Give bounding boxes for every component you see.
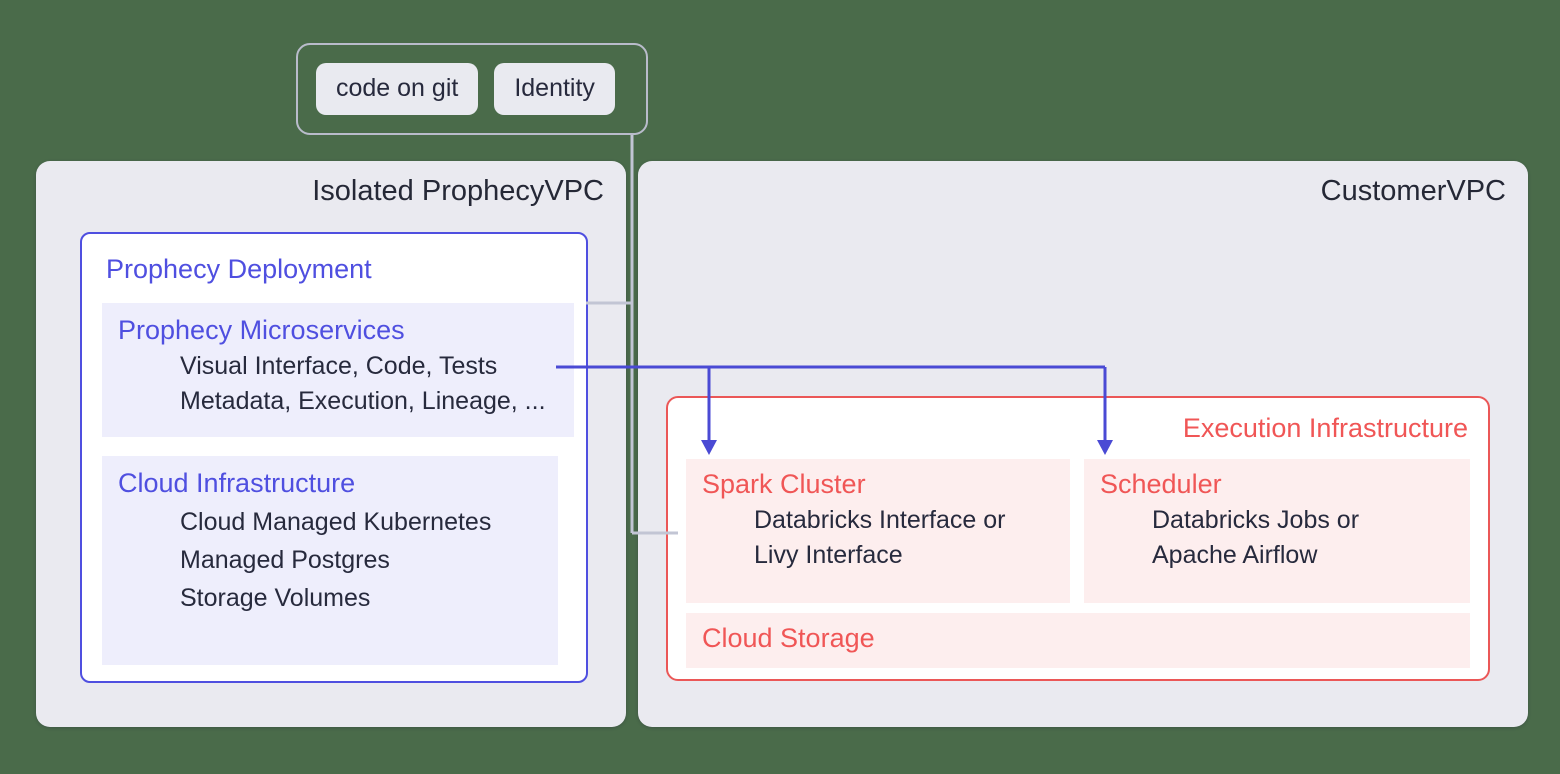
scheduler-card: Scheduler Databricks Jobs or Apache Airf… <box>1084 459 1470 603</box>
prophecy-microservices-card: Prophecy Microservices Visual Interface,… <box>102 303 574 437</box>
cloud-infrastructure-line-3: Storage Volumes <box>180 584 371 612</box>
microservices-line-2: Metadata, Execution, Lineage, ... <box>180 387 546 415</box>
pill-code-on-git[interactable]: code on git <box>316 63 479 115</box>
cloud-storage-title: Cloud Storage <box>702 623 875 653</box>
spark-cluster-line-2: Livy Interface <box>754 541 903 569</box>
prophecy-microservices-title: Prophecy Microservices <box>118 315 405 345</box>
cloud-infrastructure-line-2: Managed Postgres <box>180 546 390 574</box>
spark-cluster-title: Spark Cluster <box>702 469 866 499</box>
scheduler-line-1: Databricks Jobs or <box>1152 506 1360 534</box>
prophecy-deployment-box: Prophecy Deployment Prophecy Microservic… <box>80 232 588 683</box>
scheduler-line-2: Apache Airflow <box>1152 541 1318 569</box>
cloud-infrastructure-card: Cloud Infrastructure Cloud Managed Kuber… <box>102 456 558 665</box>
pill-identity[interactable]: Identity <box>494 63 615 115</box>
cloud-infrastructure-line-1: Cloud Managed Kubernetes <box>180 508 492 536</box>
spark-cluster-card: Spark Cluster Databricks Interface or Li… <box>686 459 1070 603</box>
execution-infrastructure-box: Execution Infrastructure Spark Cluster D… <box>666 396 1490 681</box>
prophecy-vpc-title: Isolated ProphecyVPC <box>312 175 604 207</box>
external-sources-box: code on git Identity <box>296 43 648 135</box>
prophecy-vpc-container: Isolated ProphecyVPC Prophecy Deployment… <box>36 161 626 727</box>
customer-vpc-title: CustomerVPC <box>1320 175 1506 207</box>
cloud-storage-card: Cloud Storage <box>686 613 1470 668</box>
microservices-line-1: Visual Interface, Code, Tests <box>180 352 498 380</box>
cloud-infrastructure-title: Cloud Infrastructure <box>118 468 356 498</box>
spark-cluster-line-1: Databricks Interface or <box>754 506 1006 534</box>
prophecy-deployment-title: Prophecy Deployment <box>106 254 372 284</box>
execution-infrastructure-title: Execution Infrastructure <box>1182 413 1468 443</box>
customer-vpc-container: CustomerVPC Execution Infrastructure Spa… <box>638 161 1528 727</box>
scheduler-title: Scheduler <box>1100 469 1222 499</box>
